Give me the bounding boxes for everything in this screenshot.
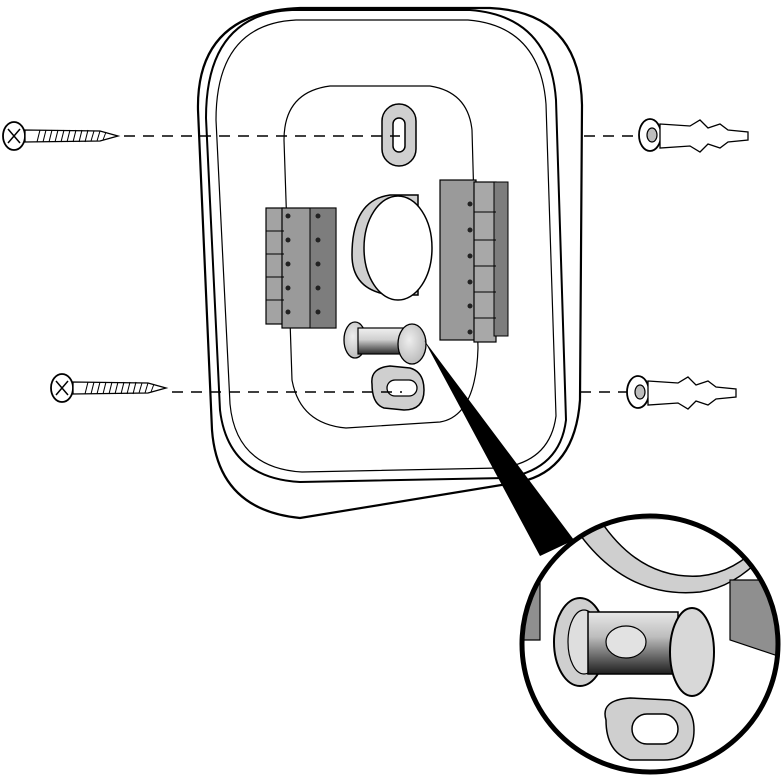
right-terminal-block (440, 180, 508, 342)
screw-bottom (51, 374, 166, 402)
wall-anchor-bottom (627, 376, 736, 409)
wire-hole (352, 195, 432, 300)
screw-top (3, 122, 118, 150)
wall-anchor-top (639, 119, 748, 152)
mounting-slot-bottom (372, 366, 424, 410)
mounting-slot-top (382, 104, 416, 166)
left-terminal-block (266, 208, 336, 328)
